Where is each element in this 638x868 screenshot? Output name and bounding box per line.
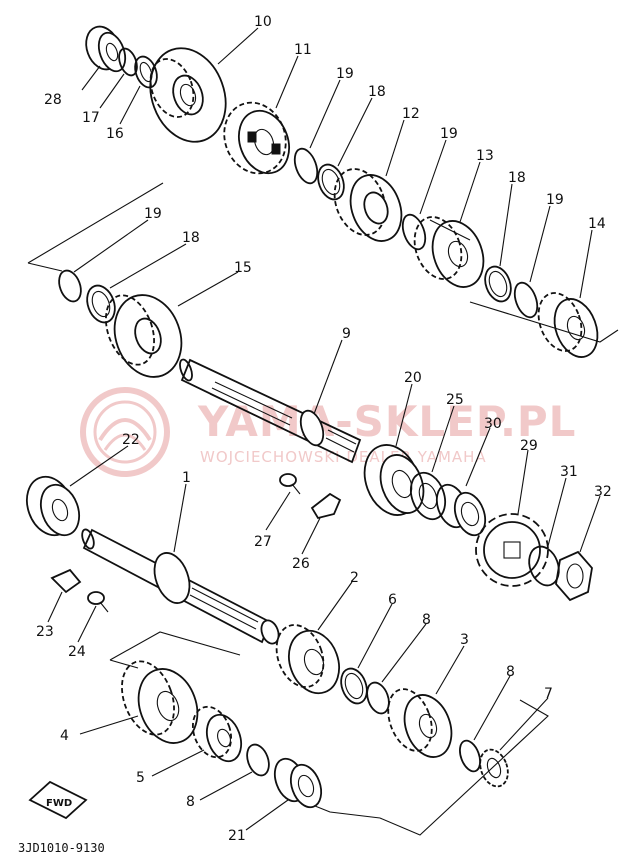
label-6: 6: [388, 592, 397, 608]
washer-18-c: [86, 284, 116, 324]
collar-30: [435, 483, 487, 537]
label-9: 9: [342, 326, 351, 342]
washer-18-a: [317, 163, 345, 201]
watermark-logo: [80, 387, 170, 477]
gear-12: [333, 168, 403, 242]
gear-15: [105, 294, 183, 378]
watermark-title: YAMA-SKLEP.PL: [197, 397, 576, 446]
circlip-17: [118, 47, 138, 77]
label-25: 25: [446, 392, 464, 408]
label-32: 32: [594, 484, 612, 500]
label-28: 28: [44, 92, 62, 108]
circlip-19-d: [58, 269, 82, 303]
main-axle-1: [81, 528, 280, 645]
gear-10: [149, 47, 227, 143]
bearing-28: [85, 25, 127, 73]
label-26: 26: [292, 556, 310, 572]
upper-group-outline: [27, 182, 619, 343]
label-15: 15: [234, 260, 252, 276]
part-number-labels: 28 17 16 10 11 19 18 12 19 13 18 19 14 1…: [36, 14, 612, 844]
label-12: 12: [402, 106, 420, 122]
lower-group-outline: [109, 631, 549, 836]
washer-18-b: [484, 265, 512, 303]
nut-32: [555, 550, 593, 602]
bushing-21: [273, 757, 323, 809]
label-2: 2: [350, 570, 359, 586]
label-14: 14: [588, 216, 606, 232]
lock-washer-31: [528, 545, 560, 587]
gear-3: [387, 688, 453, 758]
circlip-8-c: [246, 743, 270, 777]
label-19-a: 19: [336, 66, 354, 82]
label-18-b: 18: [508, 170, 526, 186]
label-8-c: 8: [186, 794, 195, 810]
label-23: 23: [36, 624, 54, 640]
bearing-22: [26, 475, 81, 537]
toothed-washer-7: [479, 748, 509, 788]
label-8-b: 8: [506, 664, 515, 680]
washer-6: [340, 667, 368, 705]
gear-4: [121, 660, 199, 744]
label-1: 1: [182, 470, 191, 486]
label-19-b: 19: [440, 126, 458, 142]
gear-13: [413, 216, 485, 288]
label-18-c: 18: [182, 230, 200, 246]
circlip-19-a: [293, 147, 319, 185]
screw-24: [87, 591, 109, 613]
label-20: 20: [404, 370, 422, 386]
label-21: 21: [228, 828, 246, 844]
plate-26: [310, 492, 342, 520]
label-19-d: 19: [144, 206, 162, 222]
drive-axle-9: [179, 358, 362, 464]
label-13: 13: [476, 148, 494, 164]
drawing-code: 3JD1010-9130: [18, 841, 105, 855]
label-19-c: 19: [546, 192, 564, 208]
label-18-a: 18: [368, 84, 386, 100]
label-11: 11: [294, 42, 312, 58]
washer-16: [134, 55, 158, 89]
gear-11: [223, 101, 290, 175]
label-4: 4: [60, 728, 69, 744]
circlip-19-b: [401, 213, 427, 251]
label-31: 31: [560, 464, 578, 480]
leader-lines: [47, 27, 601, 831]
label-7: 7: [544, 686, 553, 702]
label-10: 10: [254, 14, 272, 30]
label-29: 29: [520, 438, 538, 454]
gear-5: [191, 705, 243, 763]
watermark: YAMA-SKLEP.PL WOJCIECHOWSKI DEALER YAMAH…: [80, 387, 576, 477]
label-17: 17: [82, 110, 100, 126]
fwd-label: FWD: [46, 798, 72, 809]
gear-14: [537, 292, 599, 358]
label-16: 16: [106, 126, 124, 142]
label-27: 27: [254, 534, 272, 550]
label-24: 24: [68, 644, 86, 660]
plate-23: [50, 568, 82, 594]
circlip-8-a: [366, 681, 390, 715]
gear-2: [275, 624, 340, 695]
label-22: 22: [122, 432, 140, 448]
label-3: 3: [460, 632, 469, 648]
bolt-27: [279, 473, 301, 495]
fwd-arrow-icon: FWD: [28, 780, 88, 820]
label-30: 30: [484, 416, 502, 432]
circlip-8-b: [459, 739, 481, 773]
label-5: 5: [136, 770, 145, 786]
sprocket-29: [475, 513, 549, 587]
label-8-a: 8: [422, 612, 431, 628]
oil-seal-25: [409, 471, 447, 521]
circlip-19-c: [513, 281, 539, 319]
